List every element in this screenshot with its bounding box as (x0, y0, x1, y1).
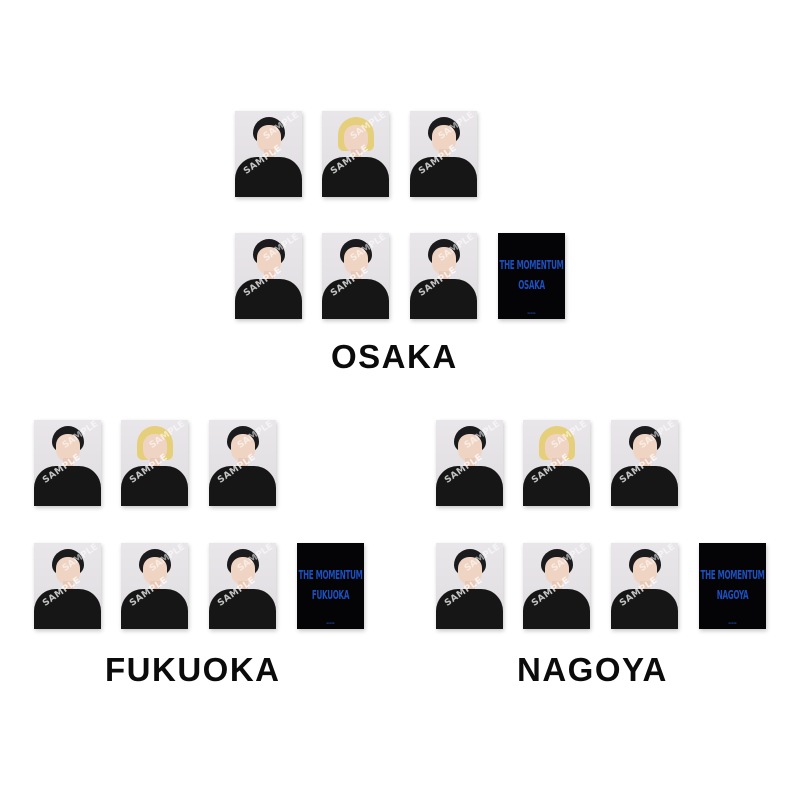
neck-shape (150, 458, 160, 468)
jacket-shape (209, 589, 276, 629)
face-shape (56, 434, 80, 462)
neck-shape (264, 149, 274, 159)
cover-city: FUKUOKA (311, 588, 350, 603)
face-shape (344, 125, 368, 153)
jacket-shape (209, 466, 276, 506)
cover-footer: ▬▬▬ (728, 621, 737, 625)
neck-shape (465, 581, 475, 591)
neck-shape (640, 458, 650, 468)
neck-shape (63, 458, 73, 468)
neck-shape (640, 581, 650, 591)
face-shape (458, 434, 482, 462)
neck-shape (552, 458, 562, 468)
face-shape (432, 125, 456, 153)
cover-title: THE MOMENTUM (499, 258, 564, 273)
city-label-nagoya: NAGOYA (517, 651, 668, 688)
face-shape (545, 557, 569, 585)
face-shape (458, 557, 482, 585)
face-shape (143, 557, 167, 585)
face-shape (432, 247, 456, 275)
neck-shape (150, 581, 160, 591)
cover-card: THE MOMENTUM OSAKA ▬▬▬ (498, 233, 565, 319)
face-shape (231, 557, 255, 585)
cover-card: THE MOMENTUM NAGOYA ▬▬▬ (699, 543, 766, 629)
jacket-shape (410, 157, 477, 197)
face-shape (257, 125, 281, 153)
jacket-shape (523, 589, 590, 629)
cover-title: THE MOMENTUM (700, 568, 765, 583)
face-shape (545, 434, 569, 462)
jacket-shape (322, 279, 389, 319)
face-shape (143, 434, 167, 462)
neck-shape (439, 271, 449, 281)
face-shape (257, 247, 281, 275)
neck-shape (264, 271, 274, 281)
neck-shape (238, 458, 248, 468)
jacket-shape (436, 589, 503, 629)
cover-city: NAGOYA (716, 588, 749, 603)
cover-footer: ▬▬▬ (527, 311, 536, 315)
jacket-shape (121, 466, 188, 506)
cover-title: THE MOMENTUM (298, 568, 363, 583)
neck-shape (63, 581, 73, 591)
jacket-shape (235, 157, 302, 197)
face-shape (344, 247, 368, 275)
cover-footer: ▬▬▬ (326, 621, 335, 625)
jacket-shape (611, 589, 678, 629)
neck-shape (552, 581, 562, 591)
jacket-shape (436, 466, 503, 506)
jacket-shape (235, 279, 302, 319)
face-shape (56, 557, 80, 585)
jacket-shape (34, 589, 101, 629)
neck-shape (439, 149, 449, 159)
neck-shape (351, 149, 361, 159)
neck-shape (238, 581, 248, 591)
jacket-shape (121, 589, 188, 629)
city-label-fukuoka: FUKUOKA (105, 651, 281, 688)
face-shape (633, 434, 657, 462)
jacket-shape (34, 466, 101, 506)
jacket-shape (611, 466, 678, 506)
face-shape (633, 557, 657, 585)
jacket-shape (322, 157, 389, 197)
cover-card: THE MOMENTUM FUKUOKA ▬▬▬ (297, 543, 364, 629)
neck-shape (351, 271, 361, 281)
cover-city: OSAKA (518, 278, 545, 293)
face-shape (231, 434, 255, 462)
city-label-osaka: OSAKA (331, 338, 458, 375)
neck-shape (465, 458, 475, 468)
jacket-shape (410, 279, 477, 319)
jacket-shape (523, 466, 590, 506)
